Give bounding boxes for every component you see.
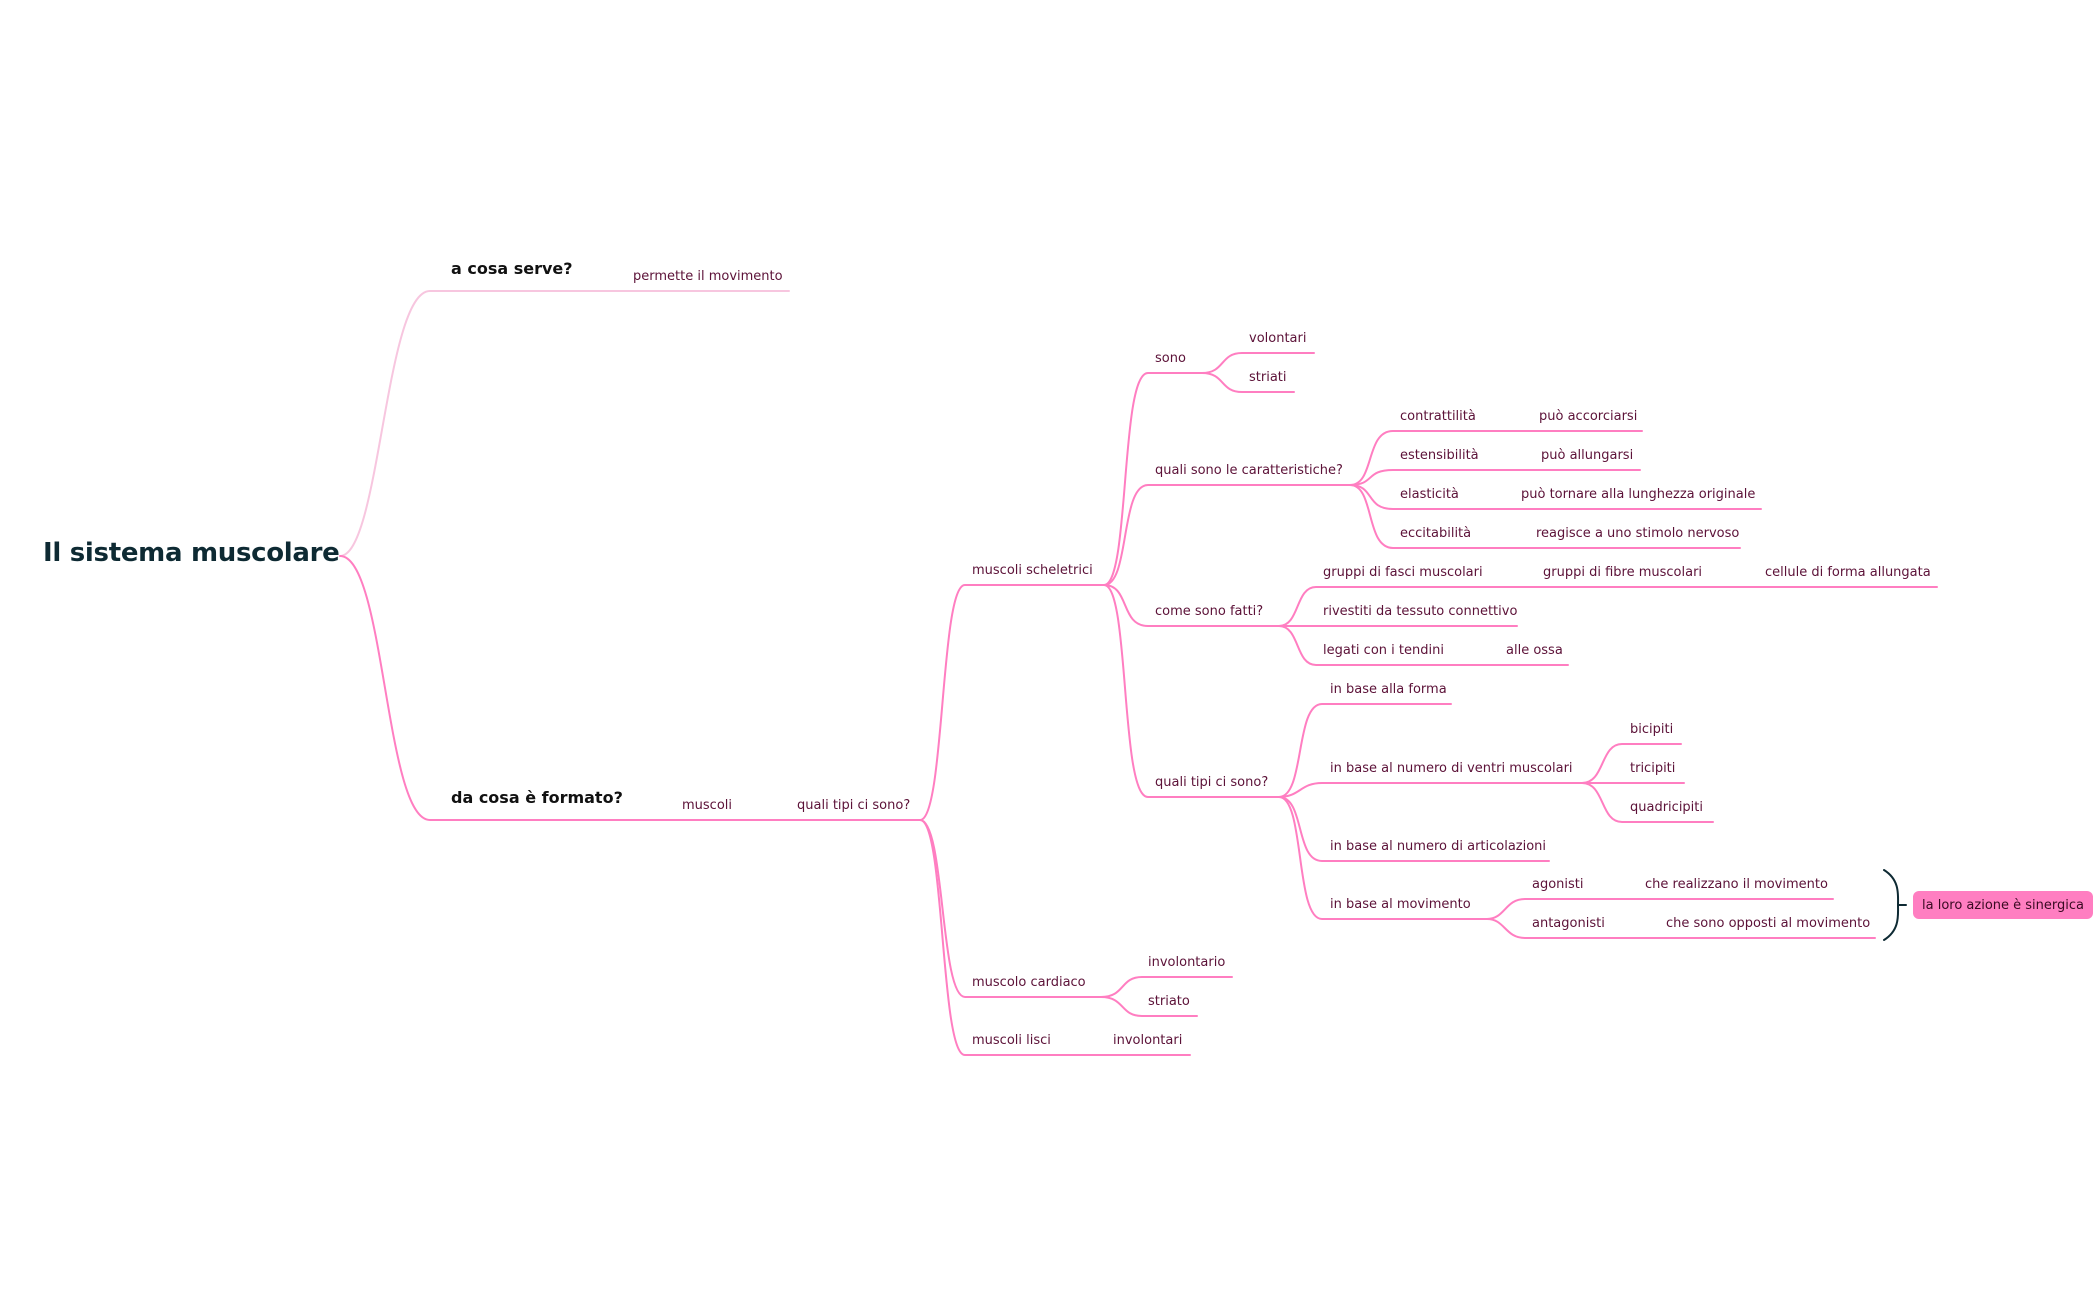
- summary-box[interactable]: la loro azione è sinergica: [1913, 891, 2093, 919]
- topic-estensibilita[interactable]: estensibilità: [1400, 448, 1479, 463]
- topic-tricipiti[interactable]: tricipiti: [1630, 761, 1676, 776]
- summary-bracket: [1883, 869, 1907, 941]
- topic-in-base-forma[interactable]: in base alla forma: [1330, 682, 1447, 697]
- topic-muscoli-scheletrici[interactable]: muscoli scheletrici: [972, 563, 1093, 578]
- topic-muscolo-cardiaco[interactable]: muscolo cardiaco: [972, 975, 1086, 990]
- central-topic[interactable]: Il sistema muscolare: [43, 538, 340, 568]
- topic-caratteristiche[interactable]: quali sono le caratteristiche?: [1155, 463, 1343, 478]
- topic-involontario[interactable]: involontario: [1148, 955, 1226, 970]
- topic-agonisti[interactable]: agonisti: [1532, 877, 1584, 892]
- summary-label: la loro azione è sinergica: [1922, 897, 2084, 913]
- topic-quali-tipi-scheletrici[interactable]: quali tipi ci sono?: [1155, 775, 1269, 790]
- topic-alle-ossa[interactable]: alle ossa: [1506, 643, 1563, 658]
- topic-puo-allungarsi[interactable]: può allungarsi: [1541, 448, 1634, 463]
- topic-antagonisti[interactable]: antagonisti: [1532, 916, 1605, 931]
- topic-puo-tornare[interactable]: può tornare alla lunghezza originale: [1521, 487, 1756, 502]
- topic-eccitabilita[interactable]: eccitabilità: [1400, 526, 1472, 541]
- topic-muscoli[interactable]: muscoli: [682, 798, 733, 813]
- topic-in-base-movimento[interactable]: in base al movimento: [1330, 897, 1471, 912]
- topic-che-sono-opposti[interactable]: che sono opposti al movimento: [1666, 916, 1871, 931]
- topic-involontari[interactable]: involontari: [1113, 1033, 1183, 1048]
- topic-bicipiti[interactable]: bicipiti: [1630, 722, 1674, 737]
- topic-in-base-articolazioni[interactable]: in base al numero di articolazioni: [1330, 839, 1547, 854]
- topic-gruppi-fibre[interactable]: gruppi di fibre muscolari: [1543, 565, 1703, 580]
- topic-gruppi-fasci[interactable]: gruppi di fasci muscolari: [1323, 565, 1483, 580]
- topic-quadricipiti[interactable]: quadricipiti: [1630, 800, 1703, 815]
- topic-permette-il-movimento[interactable]: permette il movimento: [633, 269, 783, 284]
- topic-muscoli-lisci[interactable]: muscoli lisci: [972, 1033, 1051, 1048]
- topic-cellule[interactable]: cellule di forma allungata: [1765, 565, 1931, 580]
- topic-quali-tipi-ci-sono[interactable]: quali tipi ci sono?: [797, 798, 911, 813]
- topic-che-realizzano[interactable]: che realizzano il movimento: [1645, 877, 1828, 892]
- topic-volontari[interactable]: volontari: [1249, 331, 1307, 346]
- topic-sono[interactable]: sono: [1155, 351, 1186, 366]
- topic-striato[interactable]: striato: [1148, 994, 1190, 1009]
- topic-striati[interactable]: striati: [1249, 370, 1287, 385]
- topic-elasticita[interactable]: elasticità: [1400, 487, 1459, 502]
- topic-reagisce[interactable]: reagisce a uno stimolo nervoso: [1536, 526, 1740, 541]
- topic-legati-tendini[interactable]: legati con i tendini: [1323, 643, 1444, 658]
- topic-da-cosa-e-formato[interactable]: da cosa è formato?: [451, 788, 623, 807]
- topic-contrattilita[interactable]: contrattilità: [1400, 409, 1476, 424]
- topic-puo-accorciarsi[interactable]: può accorciarsi: [1539, 409, 1638, 424]
- topic-rivestiti[interactable]: rivestiti da tessuto connettivo: [1323, 604, 1518, 619]
- topic-in-base-ventri[interactable]: in base al numero di ventri muscolari: [1330, 761, 1573, 776]
- topic-come-sono-fatti[interactable]: come sono fatti?: [1155, 604, 1264, 619]
- topic-a-cosa-serve[interactable]: a cosa serve?: [451, 259, 573, 278]
